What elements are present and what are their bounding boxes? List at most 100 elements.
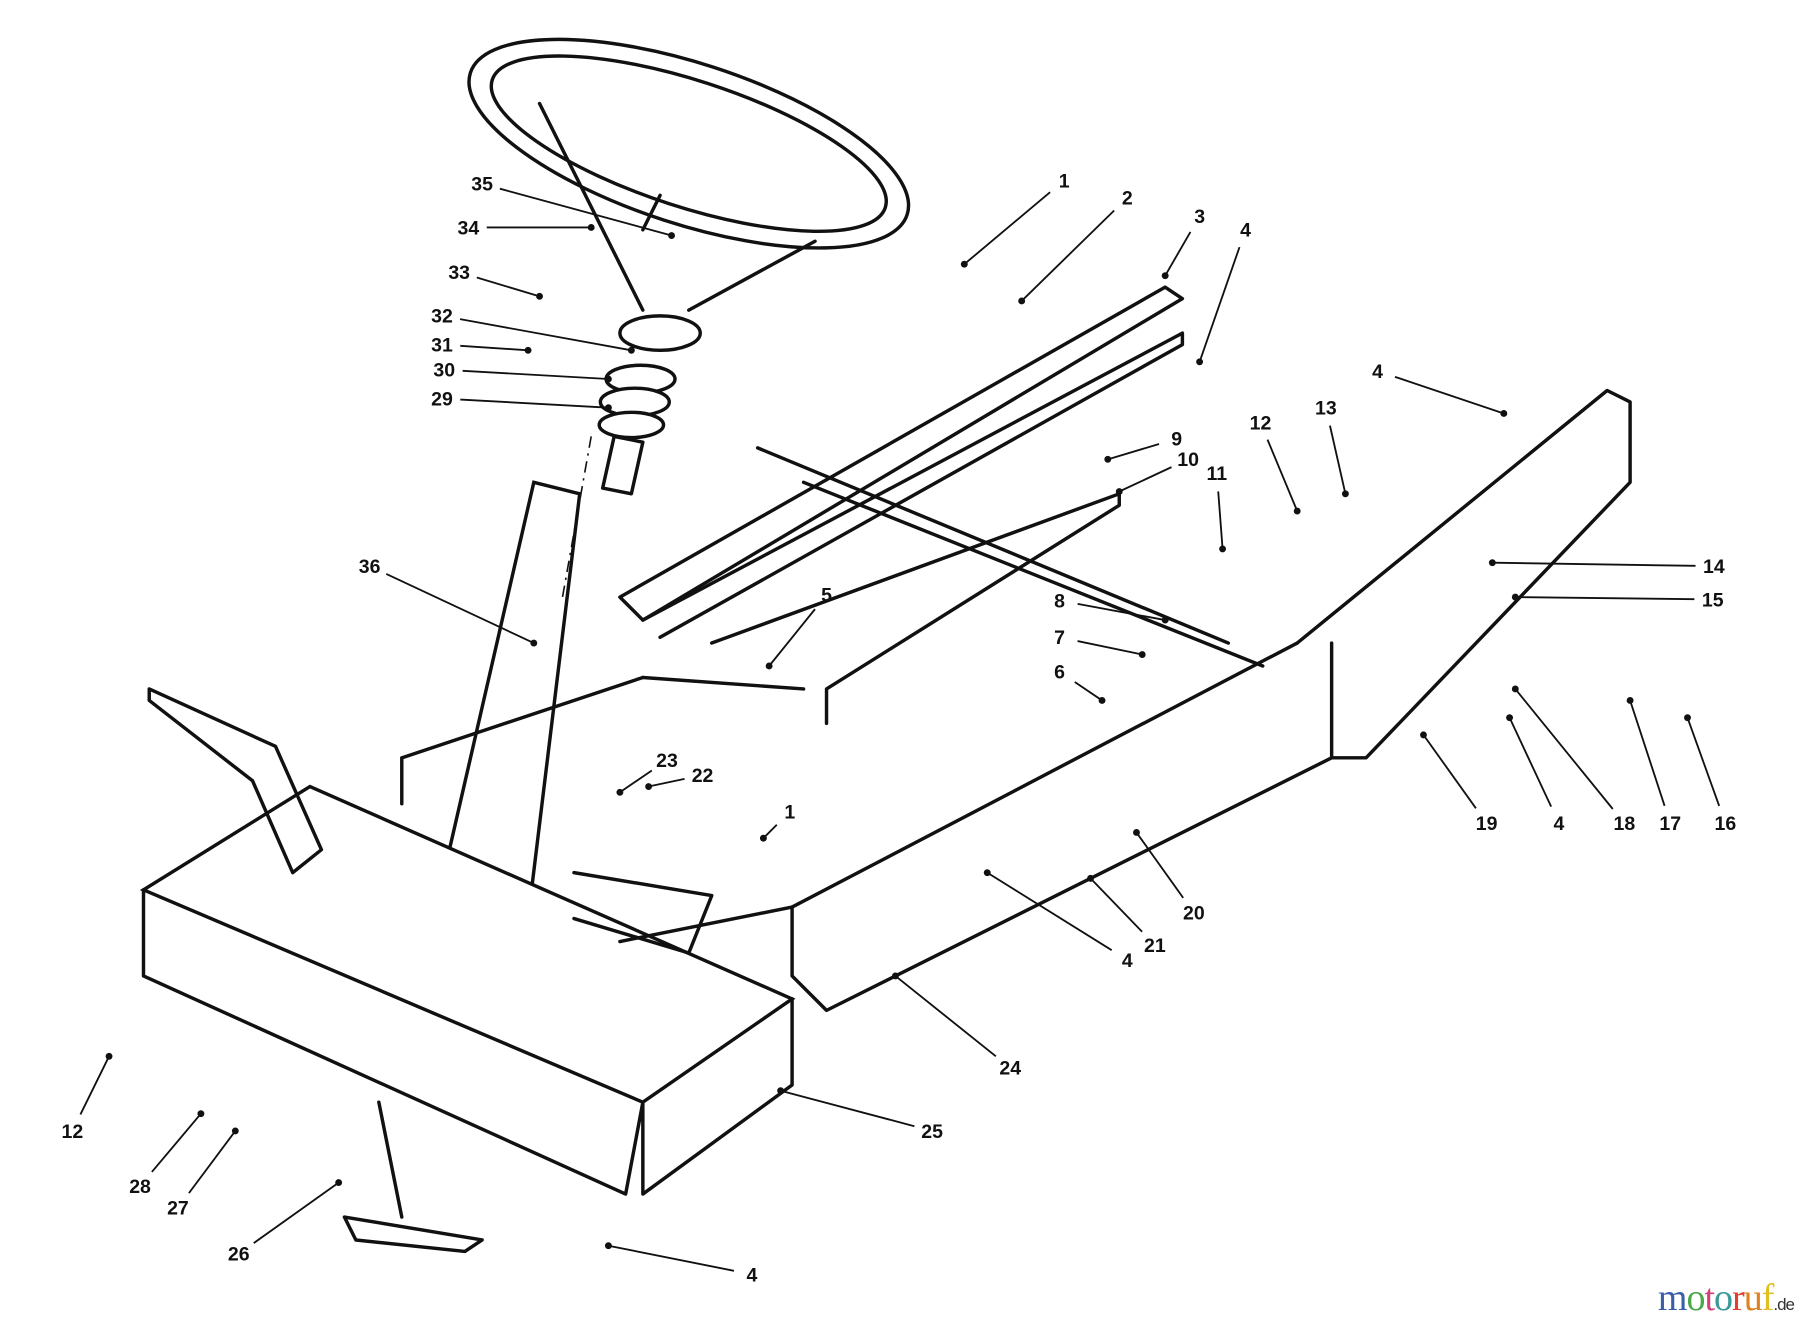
leader-dot: [1511, 685, 1519, 693]
leader-dot: [524, 346, 532, 354]
leader-line: [460, 398, 609, 409]
leader-dot: [1115, 488, 1123, 495]
leader-line: [1394, 375, 1505, 415]
leader-dot: [960, 260, 968, 268]
part-number-label: 27: [167, 1198, 189, 1220]
part-labels: 1234353433323130293659101112134141587623…: [61, 170, 1736, 1286]
leader-line: [1021, 209, 1115, 302]
leader-line: [1492, 561, 1696, 567]
leader-line: [1118, 466, 1172, 493]
part-number-label: 12: [1250, 413, 1272, 435]
leader-line: [1514, 688, 1614, 810]
leader-dot: [1511, 593, 1519, 601]
leader-line: [1074, 681, 1103, 702]
leader-line: [1164, 231, 1192, 277]
leader-dot: [1087, 874, 1095, 882]
part-number-label: 2: [1122, 188, 1133, 210]
leader-line: [1089, 877, 1143, 933]
part-number-label: 34: [458, 217, 480, 239]
leader-dot: [1341, 490, 1349, 498]
leader-line: [1266, 439, 1299, 512]
leader-line: [986, 871, 1113, 951]
leader-line: [1198, 246, 1241, 363]
leader-line: [648, 777, 685, 788]
leader-dot: [627, 346, 635, 354]
leader-line: [1107, 443, 1160, 461]
part-number-label: 28: [129, 1176, 151, 1198]
watermark-letter: o: [1686, 1277, 1705, 1319]
steering-wheel: [467, 37, 911, 440]
leader-dot: [1133, 829, 1140, 836]
part-number-label: 35: [471, 174, 493, 196]
part-number-label: 4: [1122, 950, 1133, 972]
leader-dot: [1161, 616, 1169, 624]
part-number-label: 1: [784, 802, 795, 824]
leader-line: [460, 344, 529, 352]
part-number-label: 3: [1194, 206, 1205, 228]
part-number-label: 7: [1054, 627, 1065, 649]
watermark-letter: u: [1743, 1277, 1763, 1319]
leader-dot: [231, 1127, 239, 1135]
leader-dot: [1098, 696, 1106, 704]
watermark-letter: r: [1732, 1277, 1745, 1319]
leader-dot: [1018, 297, 1026, 305]
part-number-label: 29: [431, 388, 453, 410]
part-number-label: 25: [921, 1121, 943, 1143]
leader-line: [476, 276, 540, 298]
leader-dot: [1293, 507, 1301, 515]
leader-line: [462, 369, 609, 380]
part-number-label: 11: [1207, 463, 1228, 485]
leader-dot: [536, 292, 543, 300]
watermark-letter: f: [1761, 1277, 1775, 1319]
part-number-label: 4: [1372, 361, 1383, 383]
part-number-label: 9: [1171, 429, 1182, 451]
leader-line: [188, 1130, 237, 1194]
leader-line: [1515, 596, 1695, 601]
leader-dot: [1506, 714, 1514, 722]
leader-dot: [197, 1110, 205, 1118]
watermark-letter: t: [1704, 1277, 1715, 1319]
front-plate: [139, 687, 796, 1254]
part-number-label: 4: [746, 1264, 757, 1286]
leader-dot: [1161, 272, 1169, 280]
leader-line: [608, 1244, 735, 1272]
part-number-label: 26: [228, 1244, 250, 1266]
leader-line: [385, 573, 535, 644]
leader-lines: [79, 187, 1721, 1272]
leader-line: [1422, 734, 1477, 809]
leader-dot: [530, 639, 538, 647]
leader-line: [1329, 425, 1347, 495]
leader-dot: [1138, 651, 1146, 658]
part-number-label: 8: [1054, 590, 1065, 612]
part-number-label: 16: [1715, 813, 1737, 835]
motoruf-watermark: motoruf.de: [1657, 1276, 1795, 1320]
leader-dot: [105, 1052, 113, 1060]
leader-dot: [645, 783, 653, 790]
watermark-suffix: .de: [1773, 1295, 1795, 1314]
part-number-label: 36: [359, 556, 381, 578]
leader-dot: [604, 375, 612, 383]
leader-dot: [604, 404, 612, 412]
part-number-label: 4: [1553, 813, 1564, 835]
part-number-label: 17: [1659, 813, 1681, 835]
leader-line: [253, 1181, 340, 1244]
leader-line: [151, 1113, 202, 1173]
part-number-label: 24: [999, 1058, 1021, 1080]
leader-line: [1508, 717, 1552, 808]
leader-dot: [1196, 358, 1204, 366]
watermark-letter: m: [1657, 1277, 1688, 1319]
leader-dot: [1219, 545, 1227, 553]
leader-dot: [1626, 696, 1634, 704]
leader-dot: [983, 869, 991, 877]
leader-dot: [777, 1087, 785, 1095]
part-number-label: 1: [1059, 170, 1070, 192]
leader-dot: [1488, 559, 1496, 567]
leader-dot: [335, 1179, 343, 1187]
leader-line: [1077, 603, 1166, 621]
leader-dot: [616, 788, 624, 796]
leader-line: [780, 1089, 915, 1128]
leader-dot: [587, 224, 595, 231]
leader-line: [768, 608, 816, 667]
leader-line: [1629, 700, 1666, 807]
